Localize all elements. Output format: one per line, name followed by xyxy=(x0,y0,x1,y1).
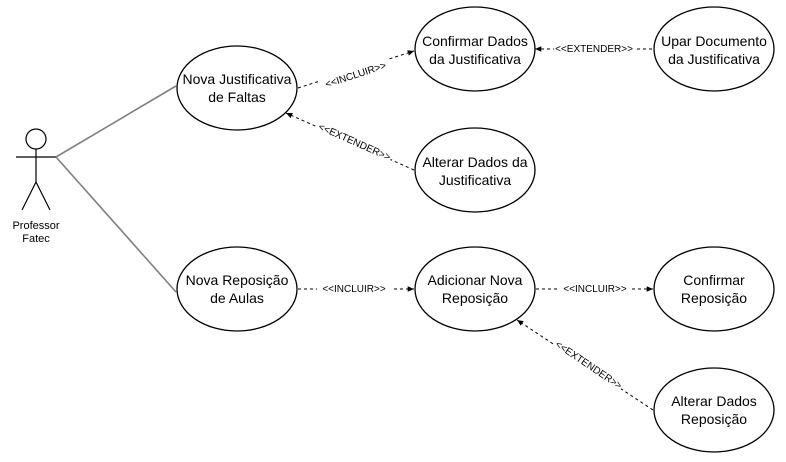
label-extender-1: <<EXTENDER>> xyxy=(554,42,634,55)
actor-name-line2: Fatec xyxy=(22,233,50,245)
actor-name-line1: Professor xyxy=(12,220,59,232)
association-nova-justificativa xyxy=(55,85,177,158)
use-case-alterar-dados-reposicao[interactable]: Alterar Dados Reposição xyxy=(653,367,775,453)
use-case-adicionar-reposicao-line1: Adicionar Nova xyxy=(428,272,523,288)
actor-professor-fatec[interactable]: Professor Fatec xyxy=(12,128,60,245)
use-case-confirmar-dados-line1: Confirmar Dados xyxy=(422,33,528,49)
use-case-upar-documento-line1: Upar Documento xyxy=(661,33,767,49)
use-case-confirmar-reposicao[interactable]: Confirmar Reposição xyxy=(653,246,775,332)
actor-right-leg xyxy=(35,181,51,211)
use-case-upar-documento-line2: da Justificativa xyxy=(668,51,760,67)
use-case-confirmar-reposicao-line2: Reposição xyxy=(681,290,747,306)
label-extender-2-text: <<EXTENDER>> xyxy=(316,122,392,164)
use-case-upar-documento[interactable]: Upar Documento da Justificativa xyxy=(653,6,775,92)
label-incluir-1: <<INCLUIR>> xyxy=(319,57,392,92)
use-case-confirmar-reposicao-line1: Confirmar xyxy=(683,272,745,288)
use-case-alterar-justificativa-line2: Justificativa xyxy=(439,172,512,188)
actor-left-leg xyxy=(21,181,37,211)
use-case-nova-reposicao-line2: de Aulas xyxy=(210,290,264,306)
use-case-nova-reposicao-line1: Nova Reposição xyxy=(186,272,289,288)
use-case-adicionar-reposicao-line2: Reposição xyxy=(442,290,508,306)
association-nova-reposicao xyxy=(55,156,177,293)
label-incluir-2-text: <<INCLUIR>> xyxy=(322,284,386,295)
label-extender-3-text: <<EXTENDER>> xyxy=(553,339,624,392)
use-case-alterar-reposicao-line2: Reposição xyxy=(681,411,747,427)
relation-extender-alterar-justificativa xyxy=(285,112,415,171)
use-case-nova-justificativa[interactable]: Nova Justificativa de Faltas xyxy=(176,45,298,131)
use-case-adicionar-nova-reposicao[interactable]: Adicionar Nova Reposição xyxy=(414,246,536,332)
use-case-confirmar-dados-line2: da Justificativa xyxy=(429,51,521,67)
label-extender-2: <<EXTENDER>> xyxy=(315,119,394,164)
label-extender-1-text: <<EXTENDER>> xyxy=(555,44,633,55)
label-incluir-2: <<INCLUIR>> xyxy=(317,282,391,295)
use-case-nova-justificativa-line2: de Faltas xyxy=(208,89,266,105)
label-incluir-3: <<INCLUIR>> xyxy=(558,282,632,295)
use-case-nova-reposicao[interactable]: Nova Reposição de Aulas xyxy=(176,246,298,332)
use-case-nova-justificativa-line1: Nova Justificativa xyxy=(183,71,292,87)
label-incluir-3-text: <<INCLUIR>> xyxy=(563,284,627,295)
label-extender-3: <<EXTENDER>> xyxy=(552,336,626,393)
use-case-alterar-justificativa-line1: Alterar Dados da xyxy=(422,154,527,170)
use-case-confirmar-dados-justificativa[interactable]: Confirmar Dados da Justificativa xyxy=(414,6,536,92)
actor-head xyxy=(25,128,47,150)
use-case-alterar-dados-justificativa[interactable]: Alterar Dados da Justificativa xyxy=(414,127,536,213)
use-case-alterar-reposicao-line1: Alterar Dados xyxy=(671,393,757,409)
